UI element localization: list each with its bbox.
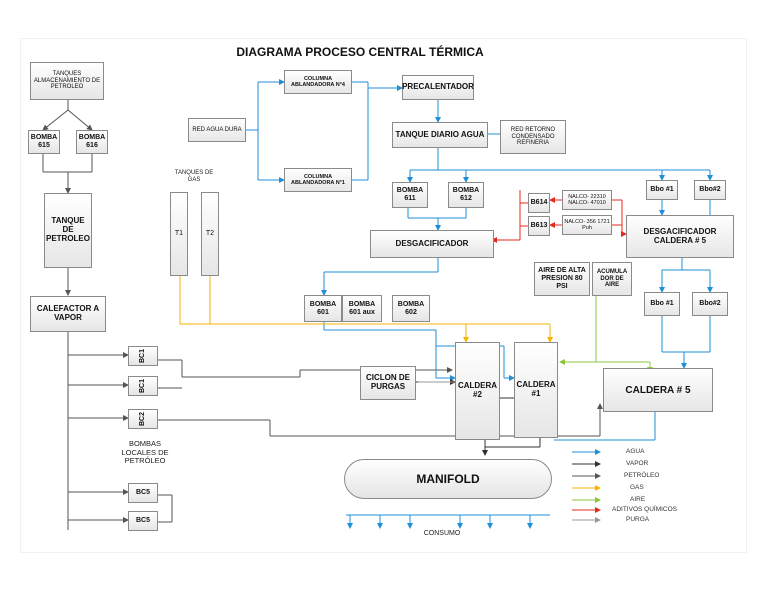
bc5-top-box: BC5 — [128, 483, 158, 503]
bbo1-top-box: Bbo #1 — [646, 180, 678, 200]
aditivos-lines — [491, 190, 627, 243]
tank-t1: T1 — [170, 192, 188, 276]
bomba-611-box: BOMBA 611 — [392, 182, 428, 208]
bomba-601-aux-box: BOMBA 601 aux — [342, 295, 382, 322]
calefactor-vapor-box: CALEFACTOR A VAPOR — [30, 296, 106, 332]
bomba-615-box: BOMBA 615 — [28, 130, 60, 154]
legend-purga: PURGA — [626, 516, 650, 523]
acumulador-aire-box: ACUMULA DOR DE AIRE — [592, 262, 632, 296]
bc1-bottom-box: BC1 — [128, 376, 158, 396]
legend-petroleo: PETRÓLEO — [624, 472, 660, 479]
aire-alta-presion-box: AIRE DE ALTA PRESION 80 PSI — [534, 262, 590, 296]
bomba-602-box: BOMBA 602 — [392, 295, 430, 322]
b614-box: B614 — [528, 193, 550, 213]
precalentador-box: PRECALENTADOR — [402, 75, 474, 100]
nalco-22310-box: NALCO- 22310 NALCO- 47010 — [562, 190, 612, 210]
tanque-petroleo-box: TANQUE DE PETROLEO — [44, 193, 92, 268]
bombas-locales-label: BOMBAS LOCALES DE PETRÓLEO — [121, 439, 169, 466]
manifold-box: MANIFOLD — [344, 459, 552, 499]
bc2-box: BC2 — [128, 409, 158, 429]
bbo2-top-box: Bbo#2 — [694, 180, 726, 200]
bbo2-low-box: Bbo#2 — [692, 292, 728, 316]
legend-agua: AGUA — [626, 448, 645, 455]
legend-gas: GAS — [630, 484, 644, 491]
gas-lines — [179, 276, 553, 343]
bc1-bottom-label: BC1 — [139, 378, 147, 393]
red-agua-dura-box: RED AGUA DURA — [188, 118, 246, 142]
caldera-1-box: CALDERA #1 — [514, 342, 558, 438]
legend-lines — [572, 449, 601, 523]
bc1-top-box: BC1 — [128, 346, 158, 366]
bc1-top-label: BC1 — [139, 348, 147, 363]
diagram-title: DIAGRAMA PROCESO CENTRAL TÉRMICA — [236, 45, 484, 59]
bomba-616-box: BOMBA 616 — [76, 130, 108, 154]
caldera-2-box: CALDERA #2 — [455, 342, 500, 440]
legend-aditivos: ADITIVOS QUÍMICOS — [612, 506, 678, 513]
bc2-label: BC2 — [139, 411, 147, 426]
aire-lines — [559, 296, 653, 373]
consumo-label: CONSUMO — [423, 530, 461, 537]
desgacificador-caldera5-box: DESGACIFICADOR CALDERA # 5 — [626, 215, 734, 258]
b613-box: B613 — [528, 216, 550, 236]
red-retorno-box: RED RETORNO CONDENSADO REFINERIA — [500, 120, 566, 154]
tanques-almacenamiento-box: TANQUES ALMACENAMIENTO DE PETROLEO — [30, 62, 104, 100]
desgacificador-box: DESGACIFICADOR — [370, 230, 494, 258]
petroleo-lines — [42, 100, 603, 530]
columna-ablandadora-1-box: COLUMNA ABLANDADORA N°1 — [284, 168, 352, 192]
tanques-gas-label: TANQUES DE GAS — [174, 170, 214, 183]
caldera-5-box: CALDERA # 5 — [603, 368, 713, 412]
bc5-bottom-box: BC5 — [128, 511, 158, 531]
nalco-356-box: NALCO- 356 1721 Puh — [562, 215, 612, 235]
legend-vapor: VAPOR — [626, 460, 649, 467]
bomba-612-box: BOMBA 612 — [448, 182, 484, 208]
ciclon-purgas-box: CICLON DE PURGAS — [360, 366, 416, 400]
legend-aire: AIRE — [630, 496, 646, 503]
columna-ablandadora-4-box: COLUMNA ABLANDADORA N°4 — [284, 70, 352, 94]
bomba-601-box: BOMBA 601 — [304, 295, 342, 322]
bbo1-low-box: Bbo #1 — [644, 292, 680, 316]
agua-lines — [246, 79, 713, 529]
tank-t2: T2 — [201, 192, 219, 276]
tanque-diario-agua-box: TANQUE DIARIO AGUA — [392, 122, 488, 148]
